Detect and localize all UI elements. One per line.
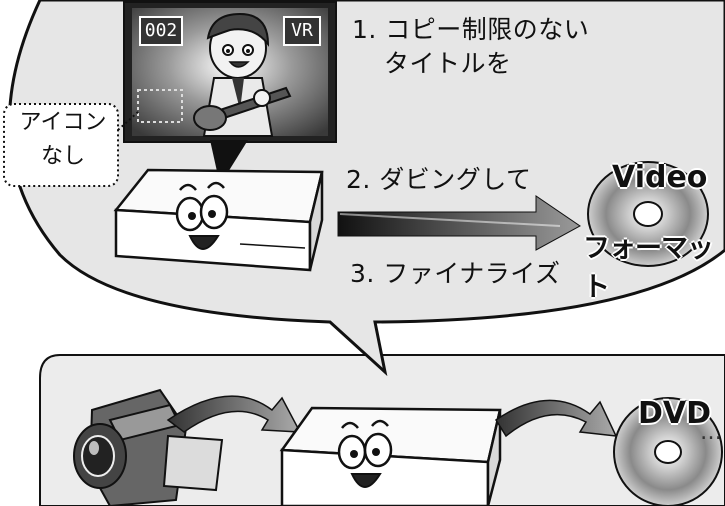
dvd-label: DVD bbox=[638, 396, 712, 431]
camcorder bbox=[73, 388, 224, 506]
callout-line-2: なし bbox=[40, 144, 85, 169]
ellipsis: … bbox=[700, 420, 723, 445]
title-number-badge: 002 bbox=[144, 20, 178, 41]
recorder-top bbox=[113, 168, 324, 272]
callout-line-1: アイコン bbox=[19, 110, 107, 135]
dvd-disc bbox=[613, 397, 723, 506]
format-label: フォーマット bbox=[583, 233, 714, 303]
video-disc bbox=[587, 161, 709, 267]
step-1-line-2: タイトルを bbox=[384, 49, 512, 78]
vr-mode-badge: VR bbox=[291, 20, 313, 41]
recorder-bottom bbox=[279, 406, 502, 506]
guitarist-character bbox=[193, 12, 292, 137]
tv-screen bbox=[123, 1, 337, 143]
dubbing-arrow bbox=[337, 195, 581, 251]
step-1-line-1: 1. コピー制限のない bbox=[352, 15, 590, 44]
video-label: Video bbox=[612, 160, 708, 195]
no-icon-callout: アイコン なし bbox=[8, 106, 118, 186]
step-2: 2. ダビングして bbox=[346, 165, 532, 194]
step-3: 3. ファイナライズ bbox=[350, 259, 561, 288]
